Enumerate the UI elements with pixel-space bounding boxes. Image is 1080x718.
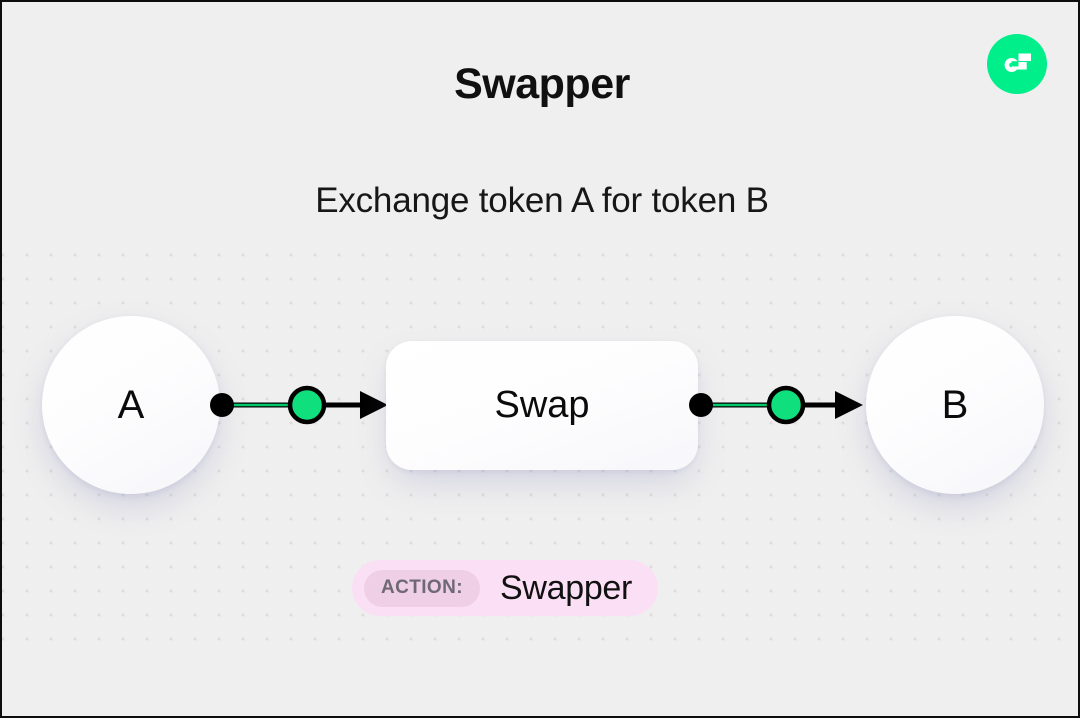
action-badge-key: ACTION: (364, 569, 480, 607)
swap-process-label: Swap (494, 384, 590, 426)
edge-a-to-swap (208, 385, 393, 425)
edge-swap-to-b (687, 385, 867, 425)
token-node-b[interactable]: B (866, 316, 1044, 494)
token-node-b-label: B (941, 382, 969, 427)
action-badge-value: Swapper (499, 568, 633, 607)
token-node-a[interactable]: A (42, 316, 220, 494)
swap-process-node[interactable]: Swap (386, 341, 698, 470)
flow-logo-icon (987, 34, 1047, 94)
page-title: Swapper (454, 60, 630, 108)
token-node-a-label: A (117, 382, 145, 427)
page-subtitle: Exchange token A for token B (315, 181, 769, 220)
action-badge: ACTION: Swapper (352, 560, 659, 616)
